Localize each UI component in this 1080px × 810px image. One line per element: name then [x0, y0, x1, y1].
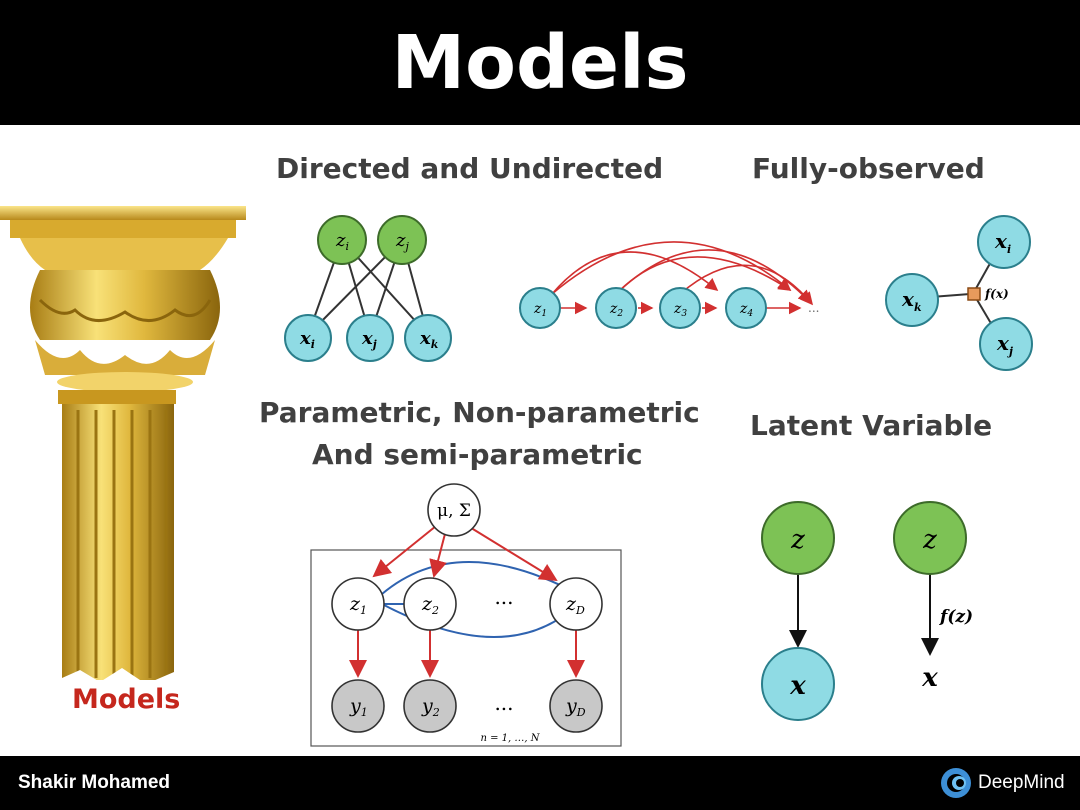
node-y2 — [403, 679, 457, 733]
node-x-left — [761, 647, 835, 721]
node-z1 — [519, 287, 561, 329]
heading-parametric-line2: And semi-parametric — [312, 438, 643, 471]
node-xk — [885, 273, 939, 327]
heading-parametric-line1: Parametric, Non-parametric — [259, 396, 700, 429]
y-ellipsis: ... — [494, 691, 513, 715]
label-yD: yD — [565, 695, 586, 719]
label-zi: zi — [335, 230, 349, 253]
slide-title: Models — [391, 20, 689, 106]
node-xj — [346, 314, 394, 362]
node-zj — [377, 215, 427, 265]
label-z-left: z — [790, 525, 805, 555]
deepmind-icon — [941, 768, 971, 798]
node-z2 — [595, 287, 637, 329]
label-xk: xk — [419, 328, 439, 351]
label-fz: f(z) — [939, 607, 973, 627]
label-xk: xk — [901, 287, 922, 314]
directed-chain-graph: z1 z2 z3 z4 ... — [519, 241, 819, 329]
node-zD — [549, 577, 603, 631]
label-z4: z4 — [739, 301, 753, 319]
factor-graph: f(x) xi xk xj — [885, 215, 1033, 371]
title-bar — [0, 0, 1080, 125]
brand-name: DeepMind — [978, 772, 1065, 793]
author-name: Shakir Mohamed — [18, 772, 171, 793]
bipartite-graph: zi zj xi xj xk — [284, 215, 452, 362]
label-xi: xi — [994, 229, 1011, 256]
label-zj: zj — [395, 230, 409, 253]
label-xi: xi — [299, 328, 315, 351]
z-ellipsis: ... — [494, 585, 513, 609]
chain-ellipsis: ... — [808, 301, 819, 315]
factor-label: f(x) — [984, 287, 1009, 301]
label-zD: zD — [565, 593, 585, 617]
node-z4 — [725, 287, 767, 329]
node-xk — [404, 314, 452, 362]
heading-fully-observed: Fully-observed — [752, 152, 985, 185]
node-xi — [284, 314, 332, 362]
node-xi — [977, 215, 1031, 269]
label-xj: xj — [996, 331, 1013, 358]
factor-square — [967, 287, 981, 301]
pillar-illustration — [0, 206, 246, 690]
gp-plate-diagram: μ, Σ z1 z2 zD ... y1 y2 yD ... n = 1, …,… — [310, 483, 622, 747]
label-z3: z3 — [673, 301, 687, 319]
label-y1: y1 — [349, 695, 368, 719]
node-z1 — [331, 577, 385, 631]
deepmind-logo: DeepMind — [940, 766, 1065, 800]
label-z2: z2 — [421, 593, 439, 617]
label-x-right: x — [921, 663, 938, 693]
label-z1: z1 — [533, 301, 547, 319]
heading-directed-undirected: Directed and Undirected — [276, 152, 664, 185]
node-xj — [979, 317, 1033, 371]
label-z-right: z — [922, 525, 937, 555]
footer-bar — [0, 756, 1080, 810]
node-z2 — [403, 577, 457, 631]
heading-latent-variable: Latent Variable — [750, 409, 993, 442]
label-z1: z1 — [349, 593, 367, 617]
label-y2: y2 — [421, 695, 440, 719]
node-mu-sigma — [427, 483, 481, 537]
label-mu-sigma: μ, Σ — [437, 501, 471, 521]
node-y1 — [331, 679, 385, 733]
node-z-right — [893, 501, 967, 575]
plate-label: n = 1, …, N — [480, 733, 540, 744]
node-yD — [549, 679, 603, 733]
node-z3 — [659, 287, 701, 329]
label-xj: xj — [361, 328, 377, 351]
label-z2: z2 — [609, 301, 623, 319]
pillar-caption: Models — [72, 684, 181, 715]
node-z-left — [761, 501, 835, 575]
label-x-left: x — [789, 671, 806, 701]
node-zi — [317, 215, 367, 265]
latent-variable-diagram: z x z f(z) x — [761, 501, 973, 721]
